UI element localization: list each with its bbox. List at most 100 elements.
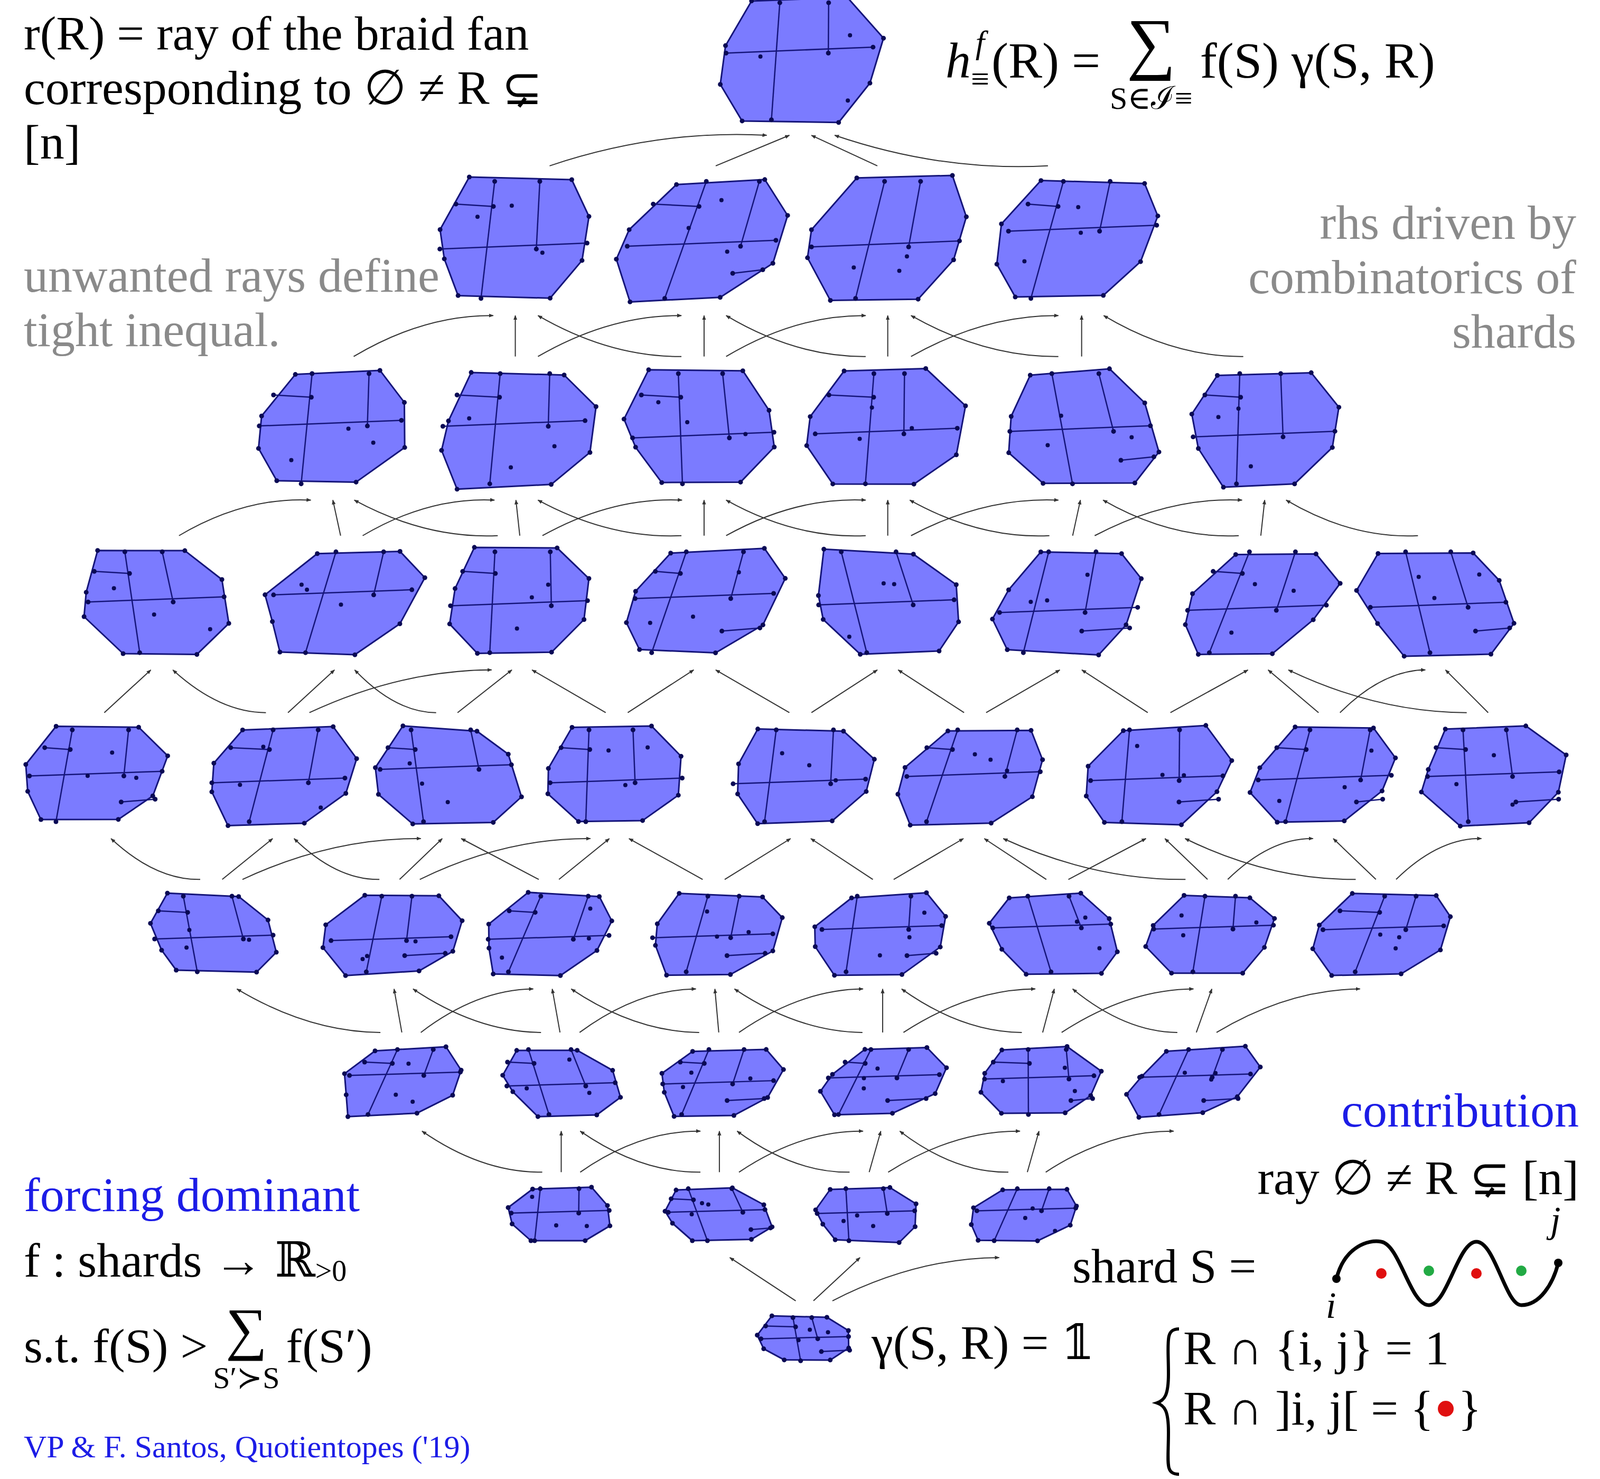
cover-arrow [1260,499,1265,536]
cover-arrow [738,988,864,1033]
quotientope [1124,1043,1263,1120]
annotation-text: shard S = [1072,1238,1257,1294]
cover-arrow [887,315,889,357]
cover-arrow [537,499,682,536]
section-heading: contribution [1341,1082,1579,1138]
cover-arrow [549,134,767,166]
quotientope [1310,890,1454,978]
red-dot [1437,1400,1454,1417]
quotientope [1189,370,1342,490]
math-text: f(S′) [279,1318,373,1373]
cover-arrow [1170,669,1249,713]
quotientope [895,727,1045,828]
quotientope [818,1044,950,1117]
cover-arrow [354,499,499,536]
cover-arrow [457,669,512,713]
quotientope [659,1046,787,1119]
quotientope [805,173,969,304]
cover-arrow [1340,669,1426,713]
cover-arrow [1003,838,1186,879]
annotation-text: ray ∅ ≠ R ⊊ [n] [1257,1150,1579,1205]
quotientope [485,889,615,978]
quotientope [1143,892,1277,976]
cover-arrow [986,669,1060,713]
index-label: i [1325,1284,1336,1326]
cover-arrow [1268,669,1319,713]
quotientope [500,1046,623,1119]
quotientope [812,890,949,978]
cover-arrow [579,1130,701,1173]
quotientope [613,176,790,305]
cover-arrow [724,838,791,879]
cover-arrow [419,838,591,879]
sum-index: S∈ℐ≡ [1109,80,1193,116]
section-heading: forcing dominant [23,1167,360,1222]
cover-arrow [832,1257,1000,1301]
quotientope [650,890,785,978]
cover-arrow [1288,669,1467,713]
index-label: j [1550,1199,1561,1241]
math-text: R ∩ ]i, j[ = { [1183,1381,1434,1435]
cover-arrow [179,499,312,536]
stacked-math: ∑S∈ℐ≡ [1109,5,1193,116]
quotientope [623,545,788,656]
quotientope [437,174,592,301]
cover-arrow [1227,838,1313,879]
quotientope [804,366,969,487]
cover-arrow [551,988,560,1033]
cover-arrow [1103,315,1243,357]
math-text: s.t. f(S) > [23,1318,213,1373]
cover-arrow [911,315,1059,357]
cover-arrow [1185,838,1356,879]
cover-arrow [1094,499,1242,536]
math-text: f : shards → ℝ [23,1233,316,1287]
cover-arrow [413,988,541,1033]
cover-arrow [537,315,682,357]
definition-text: r(R) = ray of the braid fan correspondin… [23,6,552,170]
cover-arrow [558,838,610,879]
quotientope [1182,549,1343,657]
cover-arrow [172,669,266,713]
cover-arrow [909,499,1050,536]
sum-symbol: ∑ [225,1296,267,1361]
cover-arrow [726,315,866,357]
quotientope [994,178,1161,301]
cover-arrow [715,135,790,166]
cover-arrow [294,838,380,879]
citation: VP & F. Santos, Quotientopes ('19) [23,1428,471,1465]
quotientope [23,723,171,825]
cover-arrow [422,1130,543,1173]
cover-arrow [813,1257,860,1301]
cover-arrow [1216,988,1361,1033]
cover-arrow [420,988,534,1033]
cover-arrow [332,499,341,536]
note-text: rhs driven by combinatorics of shards [1137,195,1577,359]
cover-arrow [542,499,682,536]
cover-arrow [726,499,866,536]
quotientope [989,549,1144,658]
quotientope [209,724,359,828]
cover-arrow [730,1257,797,1301]
cover-arrow [718,1130,720,1173]
formula-row: f : shards → ℝ>0 [23,1233,347,1287]
quotientope [147,890,279,975]
cover-arrow [394,988,402,1033]
math-text: γ(S, R) = 𝟙 [871,1315,1095,1370]
quotientope [81,547,232,657]
cover-arrow [1081,669,1148,713]
cover-arrow [911,315,1059,357]
formula-row: R ∩ ]i, j[ = {} [1183,1381,1482,1435]
formula-row: s.t. f(S) >∑S′≻Sf(S′) [23,1296,373,1395]
cover-arrow [1196,988,1212,1033]
quotientope [986,890,1120,977]
cover-arrow [242,838,421,879]
note-text: unwanted rays define tight inequal. [23,248,442,358]
cover-arrow [516,499,520,536]
quotientope [372,723,525,827]
math-text: f(S) γ(S, R) [1192,32,1436,89]
cover-arrow [703,315,705,357]
cover-arrow [579,988,696,1033]
cover-arrow [362,499,495,536]
cover-arrow [984,838,1046,879]
quotientope [1247,724,1398,825]
